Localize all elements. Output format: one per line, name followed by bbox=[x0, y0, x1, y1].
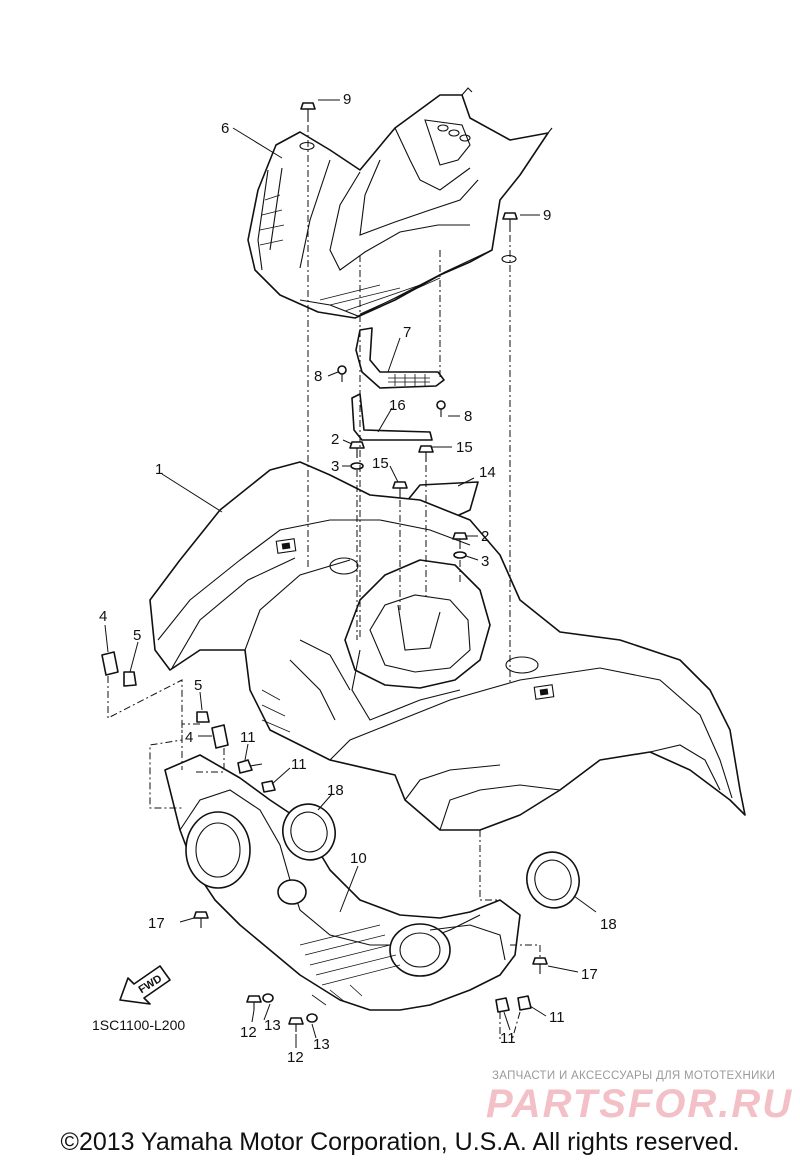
part-18-headlight-right bbox=[526, 851, 580, 909]
callout-1: 1 bbox=[155, 461, 163, 478]
callout-11: 11 bbox=[291, 756, 307, 773]
callout-2: 2 bbox=[331, 431, 339, 448]
callout-11: 11 bbox=[500, 1030, 516, 1047]
callout-13: 13 bbox=[264, 1017, 281, 1034]
part-1-front-fender bbox=[149, 461, 746, 831]
callout-7: 7 bbox=[403, 324, 411, 341]
callout-17: 17 bbox=[581, 966, 598, 983]
callout-2: 2 bbox=[481, 528, 489, 545]
diagram-code: 1SC1100-L200 bbox=[92, 1017, 185, 1033]
callout-8: 8 bbox=[464, 408, 472, 425]
callout-5: 5 bbox=[194, 677, 202, 694]
callout-15: 15 bbox=[456, 439, 473, 456]
part-6-upper-cowl bbox=[247, 87, 553, 319]
assembly-lines bbox=[107, 125, 541, 1041]
callout-6: 6 bbox=[221, 120, 229, 137]
callout-10: 10 bbox=[350, 850, 367, 867]
fwd-arrow-icon: FWD bbox=[119, 965, 171, 1005]
callout-5: 5 bbox=[133, 627, 141, 644]
callout-14: 14 bbox=[479, 464, 496, 481]
part-7-grille-bracket bbox=[355, 327, 445, 389]
callout-17: 17 bbox=[148, 915, 165, 932]
callout-3: 3 bbox=[481, 553, 489, 570]
callout-8: 8 bbox=[314, 368, 322, 385]
callout-11: 11 bbox=[549, 1009, 565, 1026]
callout-12: 12 bbox=[287, 1049, 304, 1066]
hardware bbox=[101, 102, 548, 1032]
callout-11: 11 bbox=[240, 729, 256, 746]
callout-9: 9 bbox=[543, 207, 551, 224]
callout-3: 3 bbox=[331, 458, 339, 475]
leader-lines bbox=[104, 99, 597, 1048]
callout-12: 12 bbox=[240, 1024, 257, 1041]
callout-4: 4 bbox=[185, 729, 193, 746]
watermark-tagline: ЗАПЧАСТИ И АКСЕССУАРЫ ДЛЯ МОТОТЕХНИКИ bbox=[492, 1070, 776, 1082]
watermark-brand: PARTSFOR.RU bbox=[486, 1082, 794, 1126]
callout-16: 16 bbox=[389, 397, 406, 414]
copyright-notice: ©2013 Yamaha Motor Corporation, U.S.A. A… bbox=[60, 1128, 740, 1156]
callout-18: 18 bbox=[327, 782, 344, 799]
callouts: 1 2 2 3 3 4 4 5 5 6 7 8 8 9 9 10 11 11 1… bbox=[99, 91, 617, 1066]
callout-4: 4 bbox=[99, 608, 107, 625]
callout-18: 18 bbox=[600, 916, 617, 933]
callout-15: 15 bbox=[372, 455, 389, 472]
part-18-headlight-left bbox=[282, 803, 336, 861]
callout-13: 13 bbox=[313, 1036, 330, 1053]
callout-9: 9 bbox=[343, 91, 351, 108]
